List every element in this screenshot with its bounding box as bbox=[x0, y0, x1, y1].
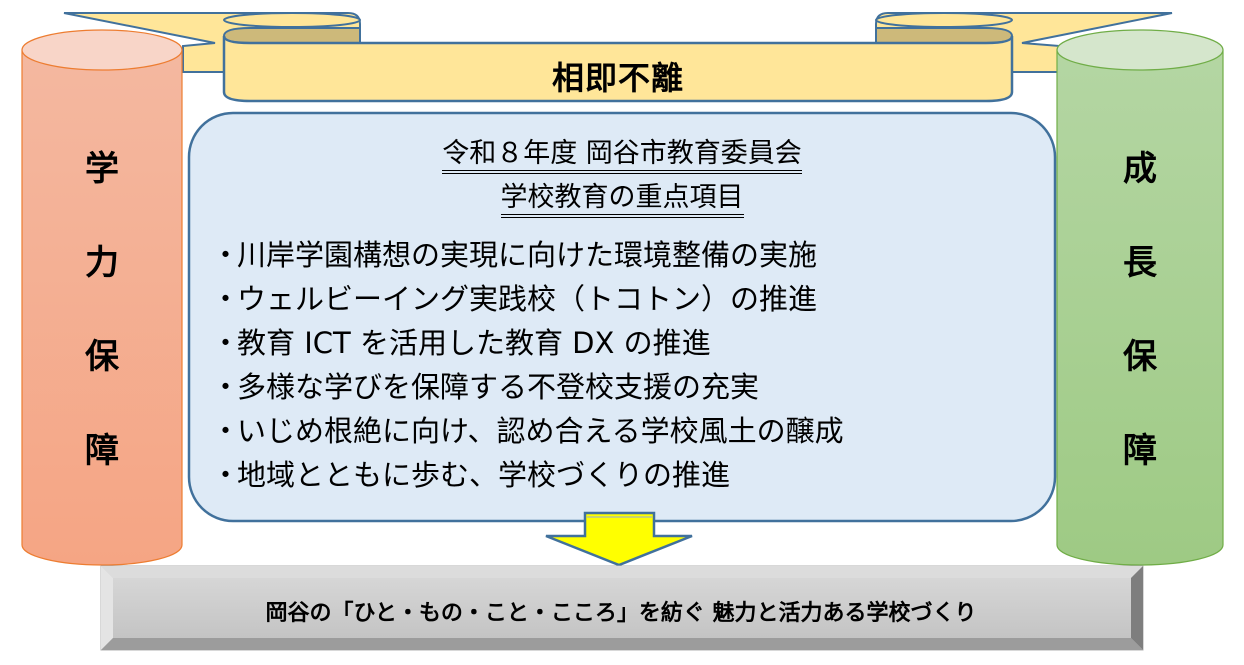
right-pillar-shape bbox=[1056, 29, 1224, 566]
ribbon-front bbox=[222, 35, 1014, 103]
right-pillar-char: 保 bbox=[1123, 337, 1157, 377]
bullet-icon: ・ bbox=[211, 326, 241, 360]
bottom-bevel-shape bbox=[100, 565, 1144, 651]
left-pillar-char: 学 bbox=[85, 149, 119, 189]
left-pillar-char: 力 bbox=[85, 243, 119, 283]
list-item: ・多様な学びを保障する不登校支援の充実 bbox=[211, 365, 844, 409]
right-pillar-char: 長 bbox=[1123, 243, 1157, 283]
list-item: ・教育 ICT を活用した教育 DX の推進 bbox=[211, 321, 844, 365]
bullet-icon: ・ bbox=[211, 282, 241, 316]
list-item: ・ウェルビーイング実践校（トコトン）の推進 bbox=[211, 277, 844, 321]
list-item: ・いじめ根絶に向け、認め合える学校風土の醸成 bbox=[211, 409, 844, 453]
left-pillar-shape bbox=[21, 29, 183, 566]
left-pillar-char: 保 bbox=[85, 337, 119, 377]
right-pillar-char: 障 bbox=[1123, 431, 1157, 471]
priority-items-panel: 令和８年度 岡谷市教育委員会 学校教育の重点項目 ・川岸学園構想の実現に向けた環… bbox=[189, 113, 1055, 521]
ribbon-right-fold bbox=[875, 27, 1014, 44]
bullet-icon: ・ bbox=[211, 458, 241, 492]
banner-title: 相即不離 bbox=[551, 59, 684, 97]
right-pillar-char: 成 bbox=[1123, 149, 1157, 189]
bullet-icon: ・ bbox=[211, 238, 241, 272]
down-arrow-icon bbox=[545, 511, 693, 567]
priority-list: ・川岸学園構想の実現に向けた環境整備の実施 ・ウェルビーイング実践校（トコトン）… bbox=[211, 233, 844, 497]
right-pillar-label: 成 長 保 障 bbox=[1060, 122, 1220, 498]
left-pillar-label: 学 力 保 障 bbox=[22, 122, 182, 498]
panel-heading-line1: 令和８年度 岡谷市教育委員会 bbox=[189, 131, 1055, 174]
ribbon-left-fold bbox=[222, 27, 361, 44]
left-pillar-char: 障 bbox=[85, 431, 119, 471]
bullet-icon: ・ bbox=[211, 414, 241, 448]
bottom-slogan: 岡谷の「ひと・もの・こと・こころ」を紡ぐ 魅力と活力ある学校づくり bbox=[265, 601, 977, 626]
list-item: ・地域とともに歩む、学校づくりの推進 bbox=[211, 453, 844, 497]
list-item: ・川岸学園構想の実現に向けた環境整備の実施 bbox=[211, 233, 844, 277]
panel-heading-line2: 学校教育の重点項目 bbox=[189, 175, 1055, 218]
bullet-icon: ・ bbox=[211, 370, 241, 404]
